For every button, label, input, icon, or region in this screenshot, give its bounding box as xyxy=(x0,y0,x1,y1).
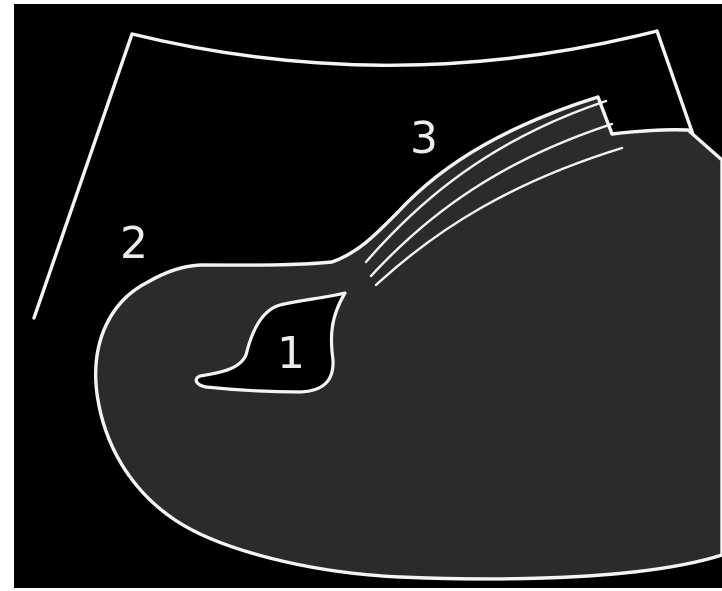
label-lesion: 1 xyxy=(277,328,305,379)
label-radiating-lines: 3 xyxy=(410,113,438,164)
label-surrounding-region: 2 xyxy=(120,218,148,269)
